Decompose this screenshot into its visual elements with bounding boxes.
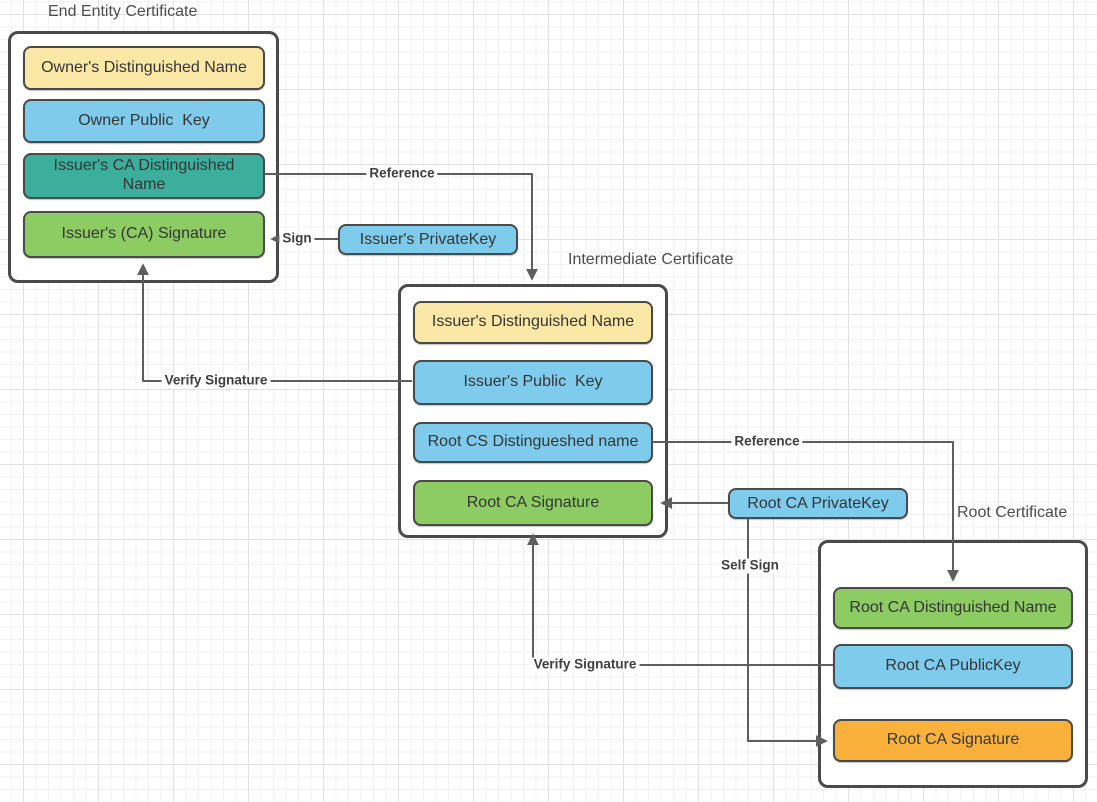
root-ca-signature-label: Root CA Signature (886, 731, 1020, 749)
verify-signature-label-2: Verify Signature (530, 657, 640, 673)
issuer-ca-distinguished-name-label: Issuer's CA Distinguished Name (53, 157, 239, 193)
root-ca-public-key-field: Root CA PublicKey (833, 644, 1073, 689)
issuer-ca-signature-field: Issuer's (CA) Signature (23, 211, 265, 258)
root-cs-distinguished-name-field: Root CS Distingueshed name (413, 422, 653, 463)
root-ca-private-key-label: Root CA PrivateKey (747, 494, 889, 512)
intermediate-root-ca-signature-label: Root CA Signature (466, 493, 600, 511)
issuer-public-key-label: Issuer's Public Key (463, 373, 603, 391)
issuer-public-key-field: Issuer's Public Key (413, 360, 653, 405)
verify-signature-label-1: Verify Signature (161, 373, 271, 389)
intermediate-certificate-box: Issuer's Distinguished Name Issuer's Pub… (398, 284, 668, 538)
wire-verify-signature-left (137, 263, 412, 382)
root-ca-distinguished-name-label: Root CA Distinguished Name (849, 598, 1057, 616)
reference-label-1: Reference (366, 166, 438, 182)
issuer-private-key-box: Issuer's PrivateKey (338, 224, 518, 255)
wire-reference-to-intermediate (264, 173, 538, 281)
intermediate-certificate-title: Intermediate Certificate (568, 251, 734, 268)
root-certificate-title: Root Certificate (957, 504, 1068, 521)
owner-public-key-label: Owner Public Key (78, 111, 210, 129)
owner-distinguished-name-field: Owner's Distinguished Name (23, 46, 265, 90)
wire-verify-signature-right (527, 533, 833, 666)
owner-public-key-field: Owner Public Key (23, 99, 265, 143)
end-entity-certificate-title: End Entity Certificate (48, 3, 198, 20)
intermediate-root-ca-signature-field: Root CA Signature (413, 480, 653, 526)
sign-label: Sign (279, 231, 315, 247)
root-ca-signature-field: Root CA Signature (833, 719, 1073, 762)
issuer-distinguished-name-field: Issuer's Distinguished Name (413, 301, 653, 344)
end-entity-certificate-box: Owner's Distinguished Name Owner Public … (8, 31, 279, 283)
owner-distinguished-name-label: Owner's Distinguished Name (41, 58, 247, 76)
reference-label-2: Reference (731, 434, 803, 450)
wire-reference-to-root (652, 441, 959, 582)
root-cs-distinguished-name-label: Root CS Distingueshed name (427, 433, 639, 451)
root-ca-distinguished-name-field: Root CA Distinguished Name (833, 587, 1073, 629)
issuer-ca-signature-label: Issuer's (CA) Signature (61, 225, 227, 243)
issuer-ca-distinguished-name-field: Issuer's CA Distinguished Name (23, 153, 265, 199)
issuer-private-key-label: Issuer's PrivateKey (359, 230, 497, 248)
wire-self-sign (747, 519, 828, 747)
self-sign-label: Self Sign (718, 558, 782, 574)
root-ca-private-key-box: Root CA PrivateKey (728, 488, 908, 519)
root-ca-public-key-label: Root CA PublicKey (885, 657, 1021, 675)
issuer-distinguished-name-label: Issuer's Distinguished Name (431, 313, 635, 331)
